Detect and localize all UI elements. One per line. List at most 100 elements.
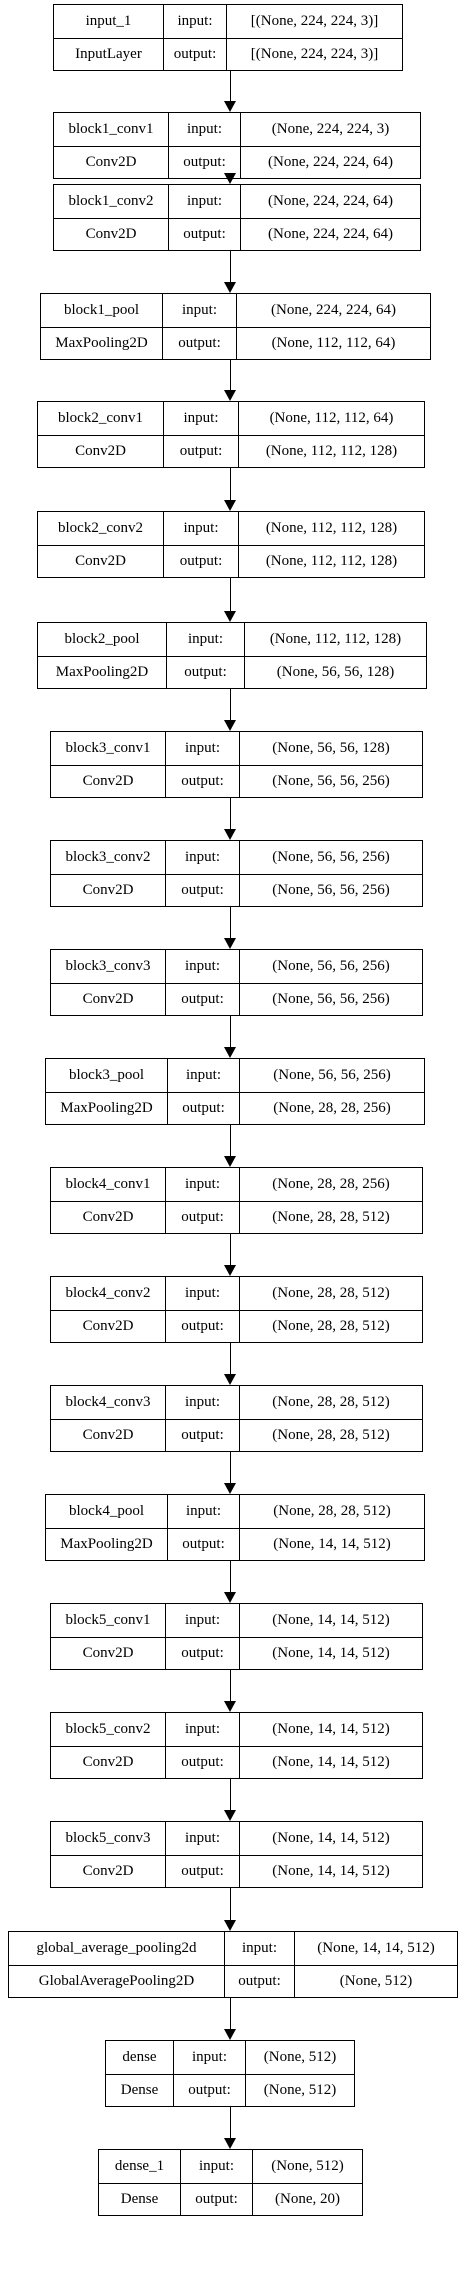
input-label: input: bbox=[168, 113, 240, 146]
input-shape: (None, 512) bbox=[252, 2150, 362, 2183]
layer-type: Conv2D bbox=[82, 1644, 134, 1661]
output-shape: (None, 56, 56, 256) bbox=[239, 765, 422, 797]
output-shape: (None, 512) bbox=[294, 1965, 457, 1997]
output-label: output: bbox=[167, 1528, 239, 1560]
layer-type: InputLayer bbox=[75, 45, 142, 62]
layer-name: block4_conv1 bbox=[65, 1175, 151, 1192]
output-shape: (None, 56, 56, 128) bbox=[244, 656, 426, 688]
layer-name: block5_conv1 bbox=[65, 1611, 151, 1628]
output-shape: (None, 112, 112, 128) bbox=[238, 435, 424, 467]
output-label: output: bbox=[163, 38, 226, 70]
connector-arrow bbox=[230, 1452, 231, 1484]
output-label: output: bbox=[224, 1965, 294, 1997]
layer-name: block2_pool bbox=[64, 630, 140, 647]
connector-arrow bbox=[230, 1998, 231, 2030]
connector-arrow bbox=[230, 1561, 231, 1593]
layer-type: Conv2D bbox=[75, 552, 126, 569]
output-shape: (None, 224, 224, 64) bbox=[240, 218, 420, 250]
layer-output-row: GlobalAveragePooling2D output:(None, 512) bbox=[9, 1964, 457, 1997]
layer-name: dense_1 bbox=[114, 2157, 165, 2174]
output-label: output: bbox=[165, 1855, 239, 1887]
layer-type: MaxPooling2D bbox=[60, 1535, 153, 1552]
connector-arrow bbox=[230, 907, 231, 939]
layer-type: MaxPooling2D bbox=[55, 334, 148, 351]
arrowhead-icon bbox=[224, 1156, 236, 1167]
input-shape: (None, 112, 112, 128) bbox=[244, 623, 426, 656]
input-label: input: bbox=[173, 2041, 245, 2074]
layer-name: dense bbox=[122, 2048, 157, 2065]
layer-output-row: MaxPooling2D output:(None, 56, 56, 128) bbox=[38, 655, 426, 688]
connector-arrow bbox=[230, 360, 231, 391]
input-label: input: bbox=[165, 1386, 239, 1419]
output-label: output: bbox=[168, 146, 240, 178]
output-label: output: bbox=[166, 656, 244, 688]
layer-type: Conv2D bbox=[75, 442, 126, 459]
connector-arrow bbox=[230, 251, 231, 283]
arrowhead-icon bbox=[224, 390, 236, 401]
connector-arrow bbox=[230, 1234, 231, 1266]
output-shape: (None, 14, 14, 512) bbox=[239, 1637, 422, 1669]
input-label: input: bbox=[165, 732, 239, 765]
input-shape: (None, 224, 224, 3) bbox=[240, 113, 420, 146]
arrowhead-icon bbox=[224, 1920, 236, 1931]
output-shape: (None, 56, 56, 256) bbox=[239, 983, 422, 1015]
arrowhead-icon bbox=[224, 938, 236, 949]
layer-type: Conv2D bbox=[82, 1208, 134, 1225]
input-label: input: bbox=[180, 2150, 252, 2183]
input-label: input: bbox=[224, 1932, 294, 1965]
arrowhead-icon bbox=[224, 2029, 236, 2040]
layer-type: MaxPooling2D bbox=[55, 663, 149, 680]
input-label: input: bbox=[165, 1604, 239, 1637]
connector-arrow bbox=[230, 689, 231, 721]
input-label: input: bbox=[167, 1059, 239, 1092]
input-shape: (None, 14, 14, 512) bbox=[294, 1932, 457, 1965]
layer-node: block5_conv1 input:(None, 14, 14, 512) Con… bbox=[50, 1603, 423, 1670]
output-label: output: bbox=[162, 327, 236, 359]
input-shape: (None, 224, 224, 64) bbox=[236, 294, 430, 327]
layer-type: Dense bbox=[120, 2190, 159, 2207]
layer-name: block3_pool bbox=[69, 1066, 144, 1083]
output-shape: (None, 56, 56, 256) bbox=[239, 874, 422, 906]
layer-type: GlobalAveragePooling2D bbox=[38, 1972, 195, 1989]
output-label: output: bbox=[165, 983, 239, 1015]
output-shape: (None, 28, 28, 512) bbox=[239, 1310, 422, 1342]
connector-arrow bbox=[230, 468, 231, 501]
output-label: output: bbox=[165, 1746, 239, 1778]
arrowhead-icon bbox=[224, 1701, 236, 1712]
connector-arrow bbox=[230, 798, 231, 830]
layer-type: Conv2D bbox=[82, 1753, 134, 1770]
arrowhead-icon bbox=[224, 173, 236, 184]
input-label: input: bbox=[163, 402, 238, 435]
input-shape: (None, 112, 112, 64) bbox=[238, 402, 424, 435]
output-label: output: bbox=[165, 1201, 239, 1233]
input-shape: (None, 28, 28, 512) bbox=[239, 1495, 424, 1528]
input-shape: (None, 28, 28, 512) bbox=[239, 1277, 422, 1310]
arrowhead-icon bbox=[224, 1483, 236, 1494]
layer-name: block5_conv3 bbox=[65, 1829, 151, 1846]
